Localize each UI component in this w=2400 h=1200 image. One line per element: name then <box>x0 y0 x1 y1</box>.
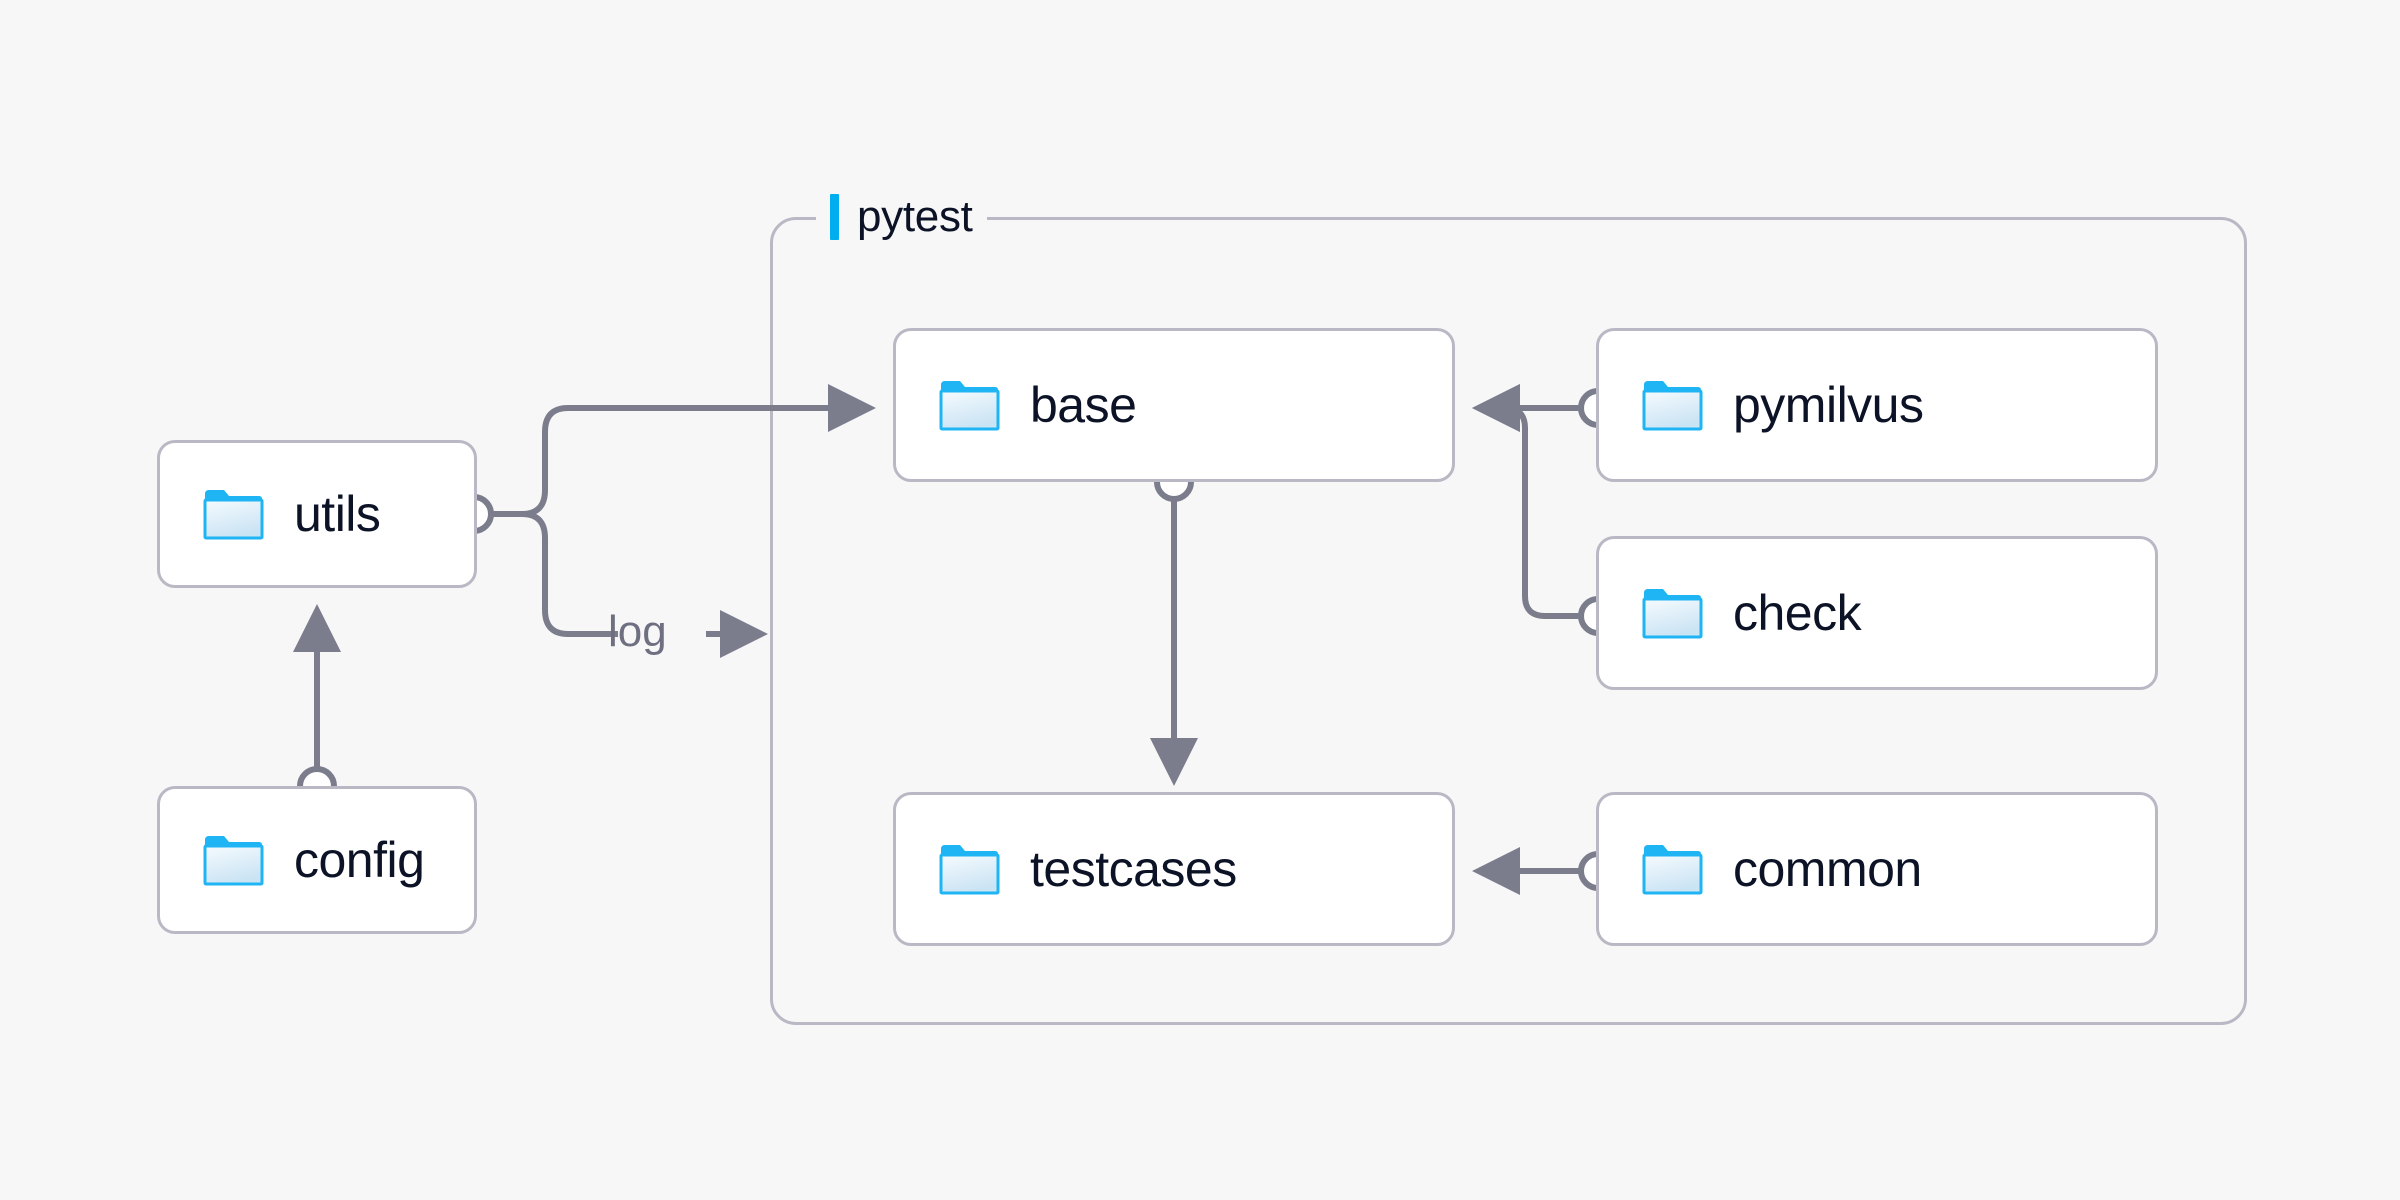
node-pymilvus[interactable]: pymilvus <box>1596 328 2158 482</box>
node-label-pymilvus: pymilvus <box>1733 377 1924 433</box>
group-container-pytest[interactable] <box>770 217 2247 1025</box>
node-config[interactable]: config <box>157 786 477 934</box>
folder-icon <box>203 490 264 540</box>
accent-bar-icon <box>830 194 839 240</box>
node-utils[interactable]: utils <box>157 440 477 588</box>
folder-icon <box>939 845 1000 895</box>
node-label-base: base <box>1030 377 1137 433</box>
folder-icon <box>1642 845 1703 895</box>
node-testcases[interactable]: testcases <box>893 792 1455 946</box>
node-label-config: config <box>294 832 425 888</box>
edge-label-log: log <box>608 607 667 656</box>
node-label-common: common <box>1733 841 1922 897</box>
node-check[interactable]: check <box>1596 536 2158 690</box>
node-label-check: check <box>1733 585 1862 641</box>
folder-icon <box>1642 381 1703 431</box>
node-label-utils: utils <box>294 486 381 542</box>
group-title: pytest <box>857 192 973 241</box>
node-label-testcases: testcases <box>1030 841 1237 897</box>
folder-icon <box>1642 589 1703 639</box>
folder-icon <box>203 836 264 886</box>
node-base[interactable]: base <box>893 328 1455 482</box>
node-common[interactable]: common <box>1596 792 2158 946</box>
group-label-pytest: pytest <box>816 189 987 245</box>
folder-icon <box>939 381 1000 431</box>
